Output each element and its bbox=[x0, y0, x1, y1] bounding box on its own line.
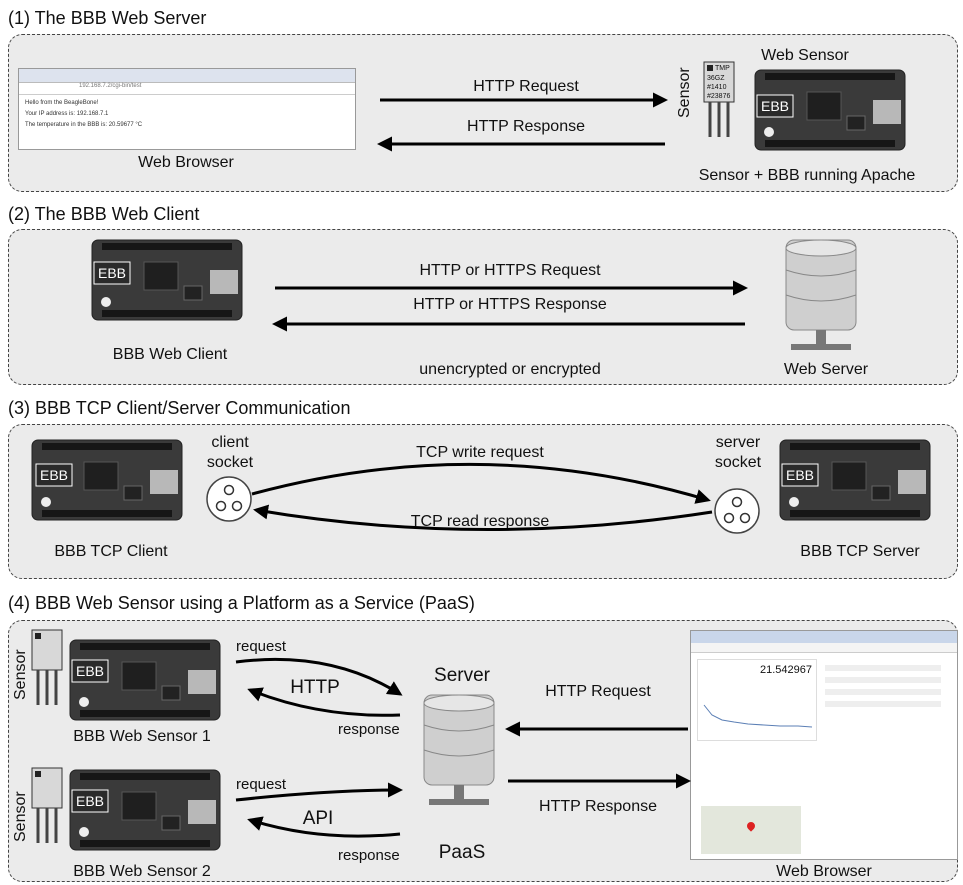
paas-http-response-label: HTTP Response bbox=[539, 798, 657, 815]
http-request-label: HTTP Request bbox=[473, 78, 579, 95]
dashboard-browser-window: 21.542967 bbox=[690, 630, 958, 860]
paas-response-arrow-2 bbox=[247, 816, 401, 838]
location-map bbox=[701, 806, 801, 854]
bbb-tcp-client-label: BBB TCP Client bbox=[54, 543, 168, 560]
request-label-1: request bbox=[236, 638, 287, 655]
bbb-web-client-label: BBB Web Client bbox=[112, 346, 228, 363]
server-socket-icon bbox=[714, 488, 760, 534]
bbb-web-sensor-2-label: BBB Web Sensor 2 bbox=[73, 863, 211, 880]
chip-text: TMP 36GZ #1410 #23876 bbox=[707, 65, 730, 100]
paas-response-arrow-1 bbox=[247, 687, 401, 717]
svg-text:EBB: EBB bbox=[40, 467, 68, 483]
web-browser-window: 192.168.7.2/cgi-bin/test Hello from the … bbox=[18, 68, 356, 150]
dashboard-tab-bar bbox=[691, 631, 957, 643]
http-response-label: HTTP Response bbox=[467, 118, 585, 135]
paas-http-request-label: HTTP Request bbox=[545, 683, 651, 700]
svg-text:36GZ: 36GZ bbox=[707, 75, 725, 82]
bbb-tcp-server-label: BBB TCP Server bbox=[800, 543, 920, 560]
response-label-2: response bbox=[338, 847, 400, 864]
tcp-read-arrow bbox=[253, 504, 713, 531]
browser-tab-bar bbox=[19, 69, 355, 83]
temperature-sensor-3 bbox=[30, 766, 64, 845]
web-server-database bbox=[785, 239, 857, 351]
svg-text:TMP: TMP bbox=[715, 65, 730, 72]
web-sensor-label: Web Sensor bbox=[761, 47, 849, 64]
request-log-panel bbox=[821, 659, 945, 769]
tcp-read-label: TCP read response bbox=[410, 513, 550, 530]
tcp-write-label: TCP write request bbox=[416, 444, 544, 461]
svg-text:EBB: EBB bbox=[76, 793, 104, 809]
https-request-label: HTTP or HTTPS Request bbox=[419, 262, 601, 279]
dashboard-url-bar bbox=[691, 643, 957, 653]
ebb-tag bbox=[756, 94, 794, 118]
svg-text:EBB: EBB bbox=[76, 663, 104, 679]
chart-widget: 21.542967 bbox=[697, 659, 817, 741]
browser-line: Your IP address is: 192.168.7.1 bbox=[25, 111, 109, 117]
request-label-2: request bbox=[236, 776, 287, 793]
client-socket-label: client socket bbox=[206, 434, 254, 471]
paas-web-browser-label: Web Browser bbox=[776, 863, 872, 880]
api-label: API bbox=[302, 808, 334, 829]
server-socket-label: server socket bbox=[714, 434, 762, 471]
svg-text:EBB: EBB bbox=[786, 467, 814, 483]
web-server-label: Web Server bbox=[783, 361, 869, 378]
device-label: Sensor + BBB running Apache bbox=[698, 167, 916, 184]
temperature-readout: 21.542967 bbox=[760, 664, 812, 676]
ebb-tag-text: EBB bbox=[761, 98, 789, 114]
section-3-heading: (3) BBB TCP Client/Server Communication bbox=[8, 398, 351, 418]
section-2-heading: (2) The BBB Web Client bbox=[8, 204, 200, 224]
paas-request-arrow-1 bbox=[235, 657, 403, 696]
tcp-write-arrow bbox=[251, 462, 711, 504]
browser-url-bar: 192.168.7.2/cgi-bin/test bbox=[19, 83, 355, 95]
encryption-note: unencrypted or encrypted bbox=[419, 361, 601, 378]
svg-text:#1410: #1410 bbox=[707, 84, 727, 91]
paas-label: PaaS bbox=[438, 842, 486, 863]
paas-request-arrow-2 bbox=[235, 782, 403, 802]
web-browser-label: Web Browser bbox=[138, 154, 234, 171]
section-1-heading: (1) The BBB Web Server bbox=[8, 8, 207, 28]
response-label-1: response bbox=[338, 721, 400, 738]
chart-sparkline bbox=[703, 704, 813, 728]
server-label: Server bbox=[434, 665, 490, 686]
client-socket-icon bbox=[206, 476, 252, 522]
https-response-label: HTTP or HTTPS Response bbox=[413, 296, 607, 313]
svg-text:#23876: #23876 bbox=[707, 93, 730, 100]
svg-text:EBB: EBB bbox=[98, 265, 126, 281]
bbb-web-sensor-1-label: BBB Web Sensor 1 bbox=[73, 728, 211, 745]
section-4-heading: (4) BBB Web Sensor using a Platform as a… bbox=[8, 593, 475, 613]
paas-server-database bbox=[423, 694, 495, 806]
http-protocol-label: HTTP bbox=[290, 677, 340, 698]
browser-line: Hello from the BeagleBone! bbox=[25, 100, 99, 106]
browser-line: The temperature in the BBB is: 20.59677 … bbox=[25, 122, 143, 128]
temperature-sensor-2 bbox=[30, 628, 64, 707]
